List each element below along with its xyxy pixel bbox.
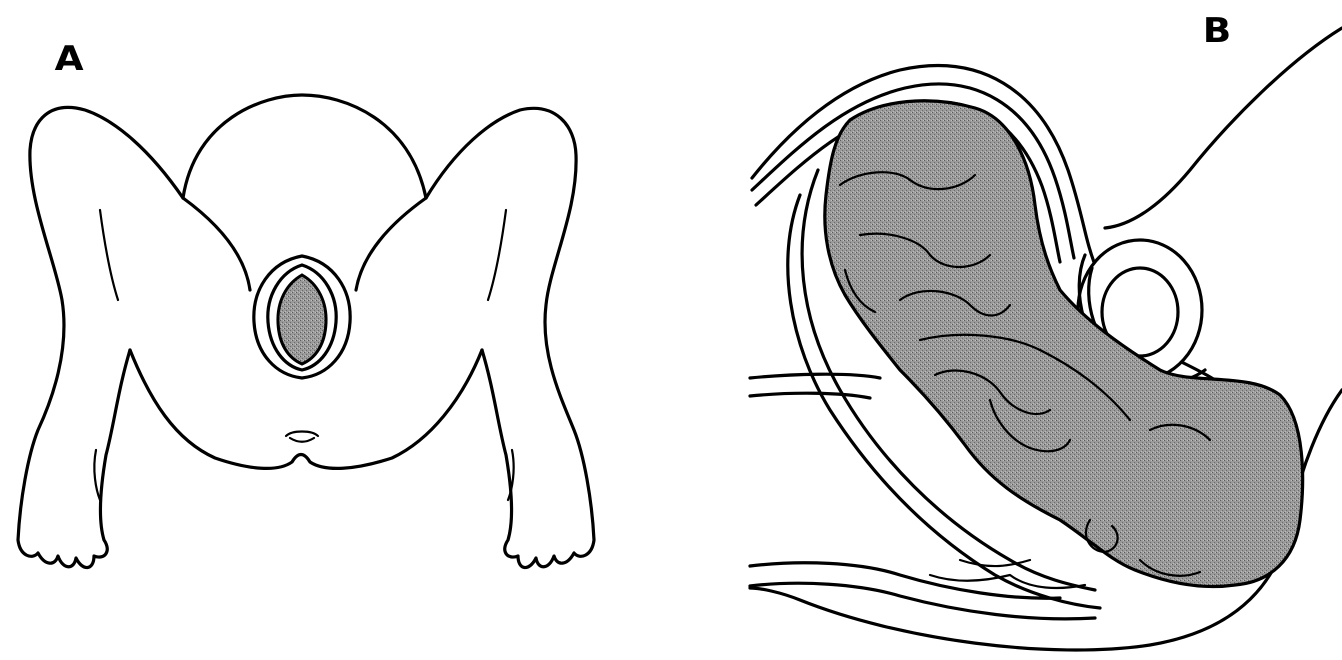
right-inner-thigh bbox=[356, 198, 426, 290]
right-leg-outline bbox=[426, 108, 594, 567]
right-leg-inner-crease bbox=[488, 210, 506, 300]
anus-mark-lower bbox=[290, 438, 314, 442]
rectum-line-2 bbox=[750, 393, 870, 398]
panel-a-drawing bbox=[18, 95, 594, 568]
anus-mark bbox=[286, 432, 318, 437]
rectum-line-1 bbox=[750, 374, 880, 378]
left-knee-crease bbox=[94, 450, 100, 500]
left-inner-thigh bbox=[183, 198, 250, 290]
vagina-line-1 bbox=[750, 563, 1060, 598]
panel-b-drawing bbox=[750, 28, 1342, 650]
panel-a-label: A bbox=[55, 42, 84, 76]
abdomen-outline bbox=[183, 95, 426, 198]
abdominal-wall-outline bbox=[1105, 28, 1342, 228]
panel-b-label: B bbox=[1203, 14, 1232, 48]
left-leg-inner-crease bbox=[100, 210, 118, 300]
